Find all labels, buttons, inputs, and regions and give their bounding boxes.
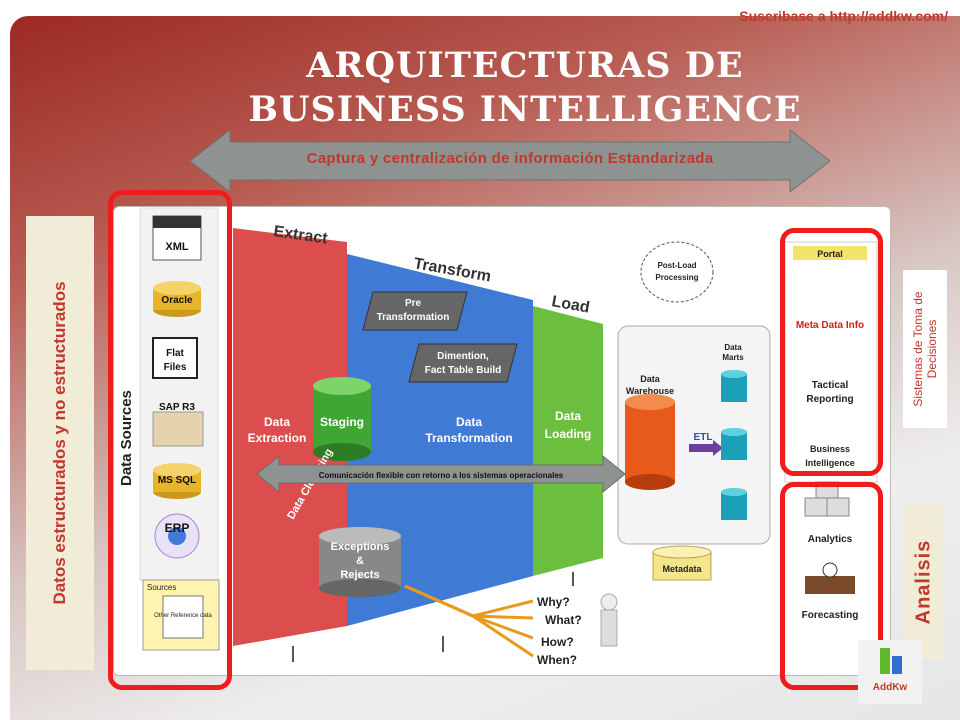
svg-text:Rejects: Rejects (340, 569, 379, 581)
sap-r3-icon: SAP R3 (152, 402, 204, 447)
sources-bracket (108, 190, 232, 690)
svg-text:Data: Data (640, 374, 661, 384)
other-reference-icon: Sources Other Reference data (142, 579, 220, 651)
data-sources-title: Data Sources (118, 390, 135, 486)
svg-text:Portal: Portal (817, 249, 843, 259)
svg-text:Exceptions: Exceptions (331, 541, 390, 553)
svg-text:Metadata: Metadata (662, 564, 702, 574)
thinking-person-icon (600, 593, 618, 647)
oracle-icon: Oracle (153, 281, 201, 317)
metadata-cylinder: Metadata (652, 545, 712, 581)
svg-text:Intelligence: Intelligence (805, 458, 855, 468)
svg-text:&: & (356, 555, 364, 567)
svg-text:SAP R3: SAP R3 (159, 402, 195, 413)
analysis-label: Analisis (912, 539, 935, 625)
exceptions-cylinder: Exceptions & Rejects (319, 527, 401, 597)
flat-files-icon: Flat Files (152, 337, 198, 379)
svg-text:Pre: Pre (405, 298, 422, 309)
svg-text:Forecasting: Forecasting (802, 610, 859, 621)
data-warehouse-cylinder: Data Warehouse (625, 374, 675, 490)
decision-systems-box: Sistemas de Toma de Decisiones (903, 270, 947, 428)
structured-data-label: Datos estructurados y no estructurados (50, 281, 69, 605)
pre-transformation-box: Pre Transformation (362, 291, 468, 331)
decision-bracket (780, 228, 883, 476)
analysis-bracket (780, 482, 883, 690)
portal-panel: Portal (784, 241, 878, 483)
decision-systems-label: Sistemas de Toma de Decisiones (911, 291, 939, 407)
question-how: How? (541, 635, 574, 649)
metadata-info-label: Meta Data Info (796, 320, 864, 331)
svg-text:ERP: ERP (165, 521, 190, 535)
svg-text:Fact Table Build: Fact Table Build (425, 365, 502, 376)
svg-text:Marts: Marts (722, 353, 744, 362)
addkw-logo: AddKw (858, 640, 922, 704)
svg-text:Analytics: Analytics (808, 534, 853, 545)
svg-text:Post-Load: Post-Load (657, 261, 696, 270)
svg-text:Staging: Staging (320, 415, 364, 429)
etl-label: ETL (694, 432, 713, 443)
svg-text:MS SQL: MS SQL (158, 475, 196, 486)
data-loading-label: Data (555, 409, 581, 423)
question-why: Why? (537, 595, 570, 609)
subscribe-link[interactable]: Suscribase a http://addkw.com/ (739, 8, 948, 24)
stage-load: Load (550, 293, 591, 316)
svg-text:Oracle: Oracle (161, 295, 193, 306)
post-load-box: Post-Load Processing (640, 241, 714, 303)
svg-text:Reporting: Reporting (806, 394, 853, 405)
svg-text:Transformation: Transformation (425, 431, 512, 445)
question-what: What? (545, 613, 582, 627)
question-lines (404, 584, 534, 658)
svg-text:XML: XML (165, 241, 189, 253)
feedback-arrow: Comunicación flexible con retorno a los … (256, 454, 626, 494)
question-when: When? (537, 653, 577, 667)
svg-text:Sources: Sources (147, 583, 176, 592)
svg-text:Tactical: Tactical (812, 380, 849, 391)
svg-text:Warehouse: Warehouse (626, 386, 674, 396)
svg-text:Dimention,: Dimention, (437, 351, 489, 362)
staging-cylinder: Staging (313, 377, 371, 461)
structured-data-box (26, 216, 94, 670)
xml-icon: XML (152, 215, 202, 261)
data-transformation-label: Data (456, 415, 482, 429)
svg-text:Flat: Flat (166, 348, 184, 359)
data-mart-cylinders (721, 370, 747, 520)
svg-text:Loading: Loading (545, 427, 592, 441)
svg-text:Comunicación flexible con reto: Comunicación flexible con retorno a los … (319, 471, 564, 480)
forecasting-icon: Forecasting (802, 562, 859, 621)
bi-architecture-diagram: Data Sources XML Oracle Flat Files SAP R… (118, 207, 878, 667)
capture-arrow (190, 130, 830, 192)
analysis-box: Analisis (905, 504, 943, 660)
data-extraction-label: Data (264, 415, 290, 429)
capture-arrow-label: Captura y centralización de información … (306, 150, 714, 167)
svg-text:Other Reference data: Other Reference data (154, 613, 212, 619)
erp-icon: ERP (154, 513, 200, 559)
svg-text:Extraction: Extraction (248, 431, 307, 445)
svg-text:Business: Business (810, 444, 850, 454)
svg-text:Processing: Processing (655, 273, 698, 282)
ms-sql-icon: MS SQL (153, 463, 201, 499)
data-marts-label: Data (724, 343, 742, 352)
svg-text:AddKw: AddKw (873, 682, 908, 693)
svg-text:Transformation: Transformation (377, 312, 450, 323)
dimention-box: Dimention, Fact Table Build (408, 343, 518, 383)
svg-text:Files: Files (164, 362, 187, 373)
svg-text:Data Sources: Data Sources (118, 390, 135, 486)
slide-title: ARQUITECTURAS DE BUSINESS INTELLIGENCE (248, 45, 802, 130)
